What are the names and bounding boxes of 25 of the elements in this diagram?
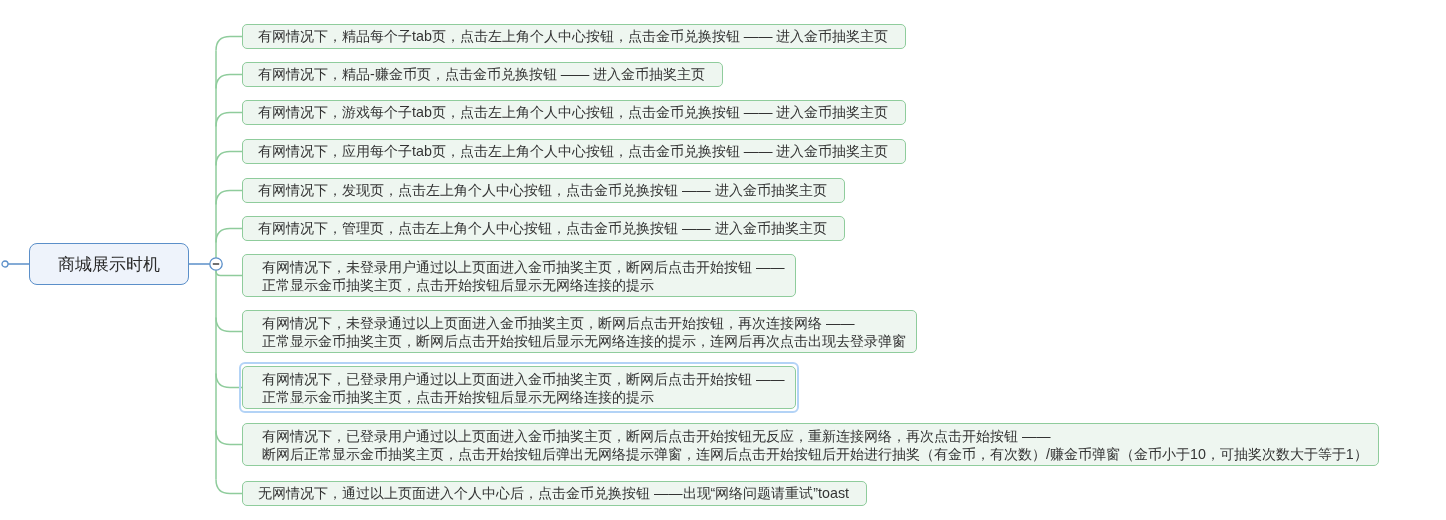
main-topic-box: 商城展示时机 xyxy=(29,243,189,285)
connector xyxy=(215,227,243,244)
subtopic-box: 有网情况下，精品-赚金币页，点击金币兑换按钮 —— 进入金币抽奖主页 xyxy=(242,62,724,87)
connector xyxy=(215,35,243,52)
connector xyxy=(215,150,243,167)
connector xyxy=(215,270,243,277)
connector xyxy=(215,478,243,495)
connector xyxy=(215,189,243,206)
connector xyxy=(188,49,217,481)
connector xyxy=(215,111,243,128)
subtopic-box: 有网情况下，已登录用户通过以上页面进入金币抽奖主页，断网后点击开始按钮 ——正常显示金币抽奖主页，点击开始按钮后显示无网络连接的提示 xyxy=(242,366,796,409)
subtopic-box: 有网情况下，管理页，点击左上角个人中心按钮，点击金币兑换按钮 —— 进入金币抽奖主页 xyxy=(242,216,845,241)
subtopic-box: 无网情况下，通过以上页面进入个人中心后，点击金币兑换按钮 ——出现“网络问题请重试”toast xyxy=(242,481,868,506)
subtopic-box: 有网情况下，精品每个子tab页，点击左上角个人中心按钮，点击金币兑换按钮 —— 进入金币抽奖主页 xyxy=(242,24,907,49)
subtopic-box: 有网情况下，游戏每个子tab页，点击左上角个人中心按钮，点击金币兑换按钮 —— 进入金币抽奖主页 xyxy=(242,100,907,125)
connector xyxy=(215,372,243,389)
subtopic-box: 有网情况下，未登录用户通过以上页面进入金币抽奖主页，断网后点击开始按钮 ——正常显示金币抽奖主页，点击开始按钮后显示无网络连接的提示 xyxy=(242,254,796,297)
connector xyxy=(215,429,243,446)
subtopic-box: 有网情况下，未登录通过以上页面进入金币抽奖主页，断网后点击开始按钮，再次连接网络 ——正常显示金币抽奖主页，断网后点击开始按钮后显示无网络连接的提示，连网后再次点击出现去登录弹窗 xyxy=(242,310,917,353)
connector xyxy=(215,73,243,90)
connector xyxy=(215,316,243,333)
subtopic-box: 有网情况下，应用每个子tab页，点击左上角个人中心按钮，点击金币兑换按钮 —— 进入金币抽奖主页 xyxy=(242,139,907,164)
subtopic-box: 有网情况下，已登录用户通过以上页面进入金币抽奖主页，断网后点击开始按钮无反应，重新连接网络，再次点击开始按钮 ——断网后正常显示金币抽奖主页，点击开始按钮后弹出无网络提示弹窗，连网后点击开始按钮后开始进行抽奖（有金币，有次数）/赚金币弹窗（金币小于10，可抽奖次数大于等于1） xyxy=(242,423,1379,466)
connector xyxy=(1,260,30,268)
subtopic-box: 有网情况下，发现页，点击左上角个人中心按钮，点击金币兑换按钮 —— 进入金币抽奖主页 xyxy=(242,178,845,203)
